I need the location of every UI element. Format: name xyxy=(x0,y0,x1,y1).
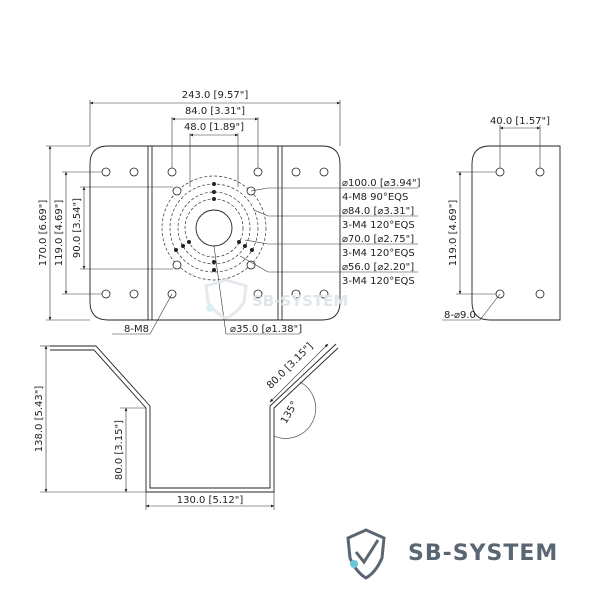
callout-2-dia: ⌀84.0 [⌀3.31"] xyxy=(342,206,414,217)
callout-4-dia: ⌀56.0 [⌀2.20"] xyxy=(342,262,414,273)
side-width-label: 40.0 [1.57"] xyxy=(490,116,550,127)
callout-3-dia: ⌀70.0 [⌀2.75"] xyxy=(342,234,414,245)
profile-base-width-label: 130.0 [5.12"] xyxy=(177,495,244,506)
center-hole xyxy=(195,209,233,247)
brand-logo: SB-SYSTEM xyxy=(346,528,558,580)
bolt-circle-56 xyxy=(184,198,244,258)
callout-4-spec: 3-M4 120°EQS xyxy=(342,276,415,287)
side-holes xyxy=(101,167,329,299)
front-center-width-label: 48.0 [1.89"] xyxy=(184,122,244,133)
front-plate-outline xyxy=(89,145,341,321)
callouts: ⌀100.0 [⌀3.94"] 4-M8 90°EQS ⌀84.0 [⌀3.31… xyxy=(239,178,421,287)
profile-inner-height-label: 80.0 [3.15"] xyxy=(114,420,125,480)
profile-view: 138.0 [5.43"] 80.0 [3.15"] 130.0 [5.12"]… xyxy=(34,341,339,510)
watermark: SB-SYSTEM xyxy=(204,278,348,320)
side-height-label: 119.0 [4.69"] xyxy=(448,200,459,267)
watermark-text: SB-SYSTEM xyxy=(252,292,348,310)
front-view: 243.0 [9.57"] 84.0 [3.31"] 48.0 [1.89"] … xyxy=(38,90,421,335)
brand-name: SB-SYSTEM xyxy=(408,541,558,566)
profile-height-label: 138.0 [5.43"] xyxy=(34,386,45,453)
side-view: 40.0 [1.57"] 119.0 [4.69"] 8-⌀9.0 xyxy=(442,116,561,321)
front-height-label: 170.0 [6.69"] xyxy=(38,200,49,267)
callout-2-spec: 3-M4 120°EQS xyxy=(342,220,415,231)
front-width-label: 243.0 [9.57"] xyxy=(182,90,249,101)
callout-3-spec: 3-M4 120°EQS xyxy=(342,248,415,259)
bolt-circle-70 xyxy=(177,191,251,265)
bolt-circle-100 xyxy=(161,175,267,281)
callout-1-spec: 4-M8 90°EQS xyxy=(342,192,408,203)
center-hole-label: ⌀35.0 [⌀1.38"] xyxy=(230,324,302,335)
brand-accent-dot xyxy=(350,560,358,568)
front-mid-height-label: 119.0 [4.69"] xyxy=(54,200,65,267)
front-inner-height-label: 90.0 [3.54"] xyxy=(72,198,83,258)
profile-outer xyxy=(50,343,337,489)
front-inner-width-label: 84.0 [3.31"] xyxy=(185,106,245,117)
side-holes-label: 8-M8 xyxy=(124,324,149,335)
profile-flange-label: 80.0 [3.15"] xyxy=(265,341,315,391)
callout-1-dia: ⌀100.0 [⌀3.94"] xyxy=(342,178,421,189)
side-holes-label: 8-⌀9.0 xyxy=(444,310,476,321)
profile-inner xyxy=(50,347,339,493)
profile-angle-label: 135° xyxy=(279,400,301,426)
side-plate-outline xyxy=(471,145,561,321)
shield-icon xyxy=(346,528,386,580)
